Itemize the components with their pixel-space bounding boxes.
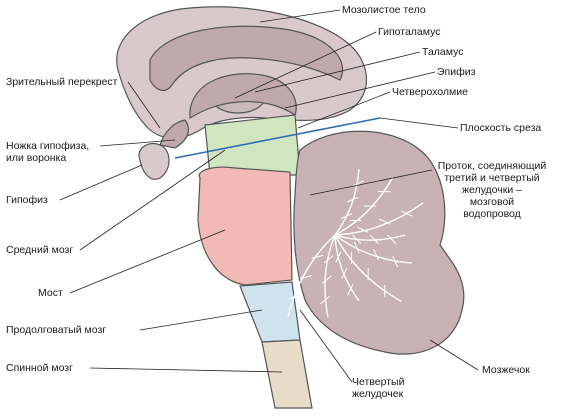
leader-line xyxy=(70,230,225,293)
leader-line xyxy=(430,340,478,370)
label-quadrigemina: Четверохолмие xyxy=(392,86,468,98)
label-duct: Проток, соединяющий третий и четвертый ж… xyxy=(432,160,552,220)
label-pituitary: Гипофиз xyxy=(6,194,48,206)
label-pituitary-stalk: Ножка гипофиза, или воронка xyxy=(6,140,89,164)
leader-line xyxy=(380,118,458,128)
label-optic-chiasm: Зрительный перекрест xyxy=(6,76,118,88)
leader-line xyxy=(140,310,262,330)
pons xyxy=(198,167,292,285)
label-cerebellum: Мозжечок xyxy=(482,364,530,376)
pituitary-gland xyxy=(139,143,169,179)
midbrain xyxy=(205,115,300,175)
spinal-cord xyxy=(262,340,312,408)
label-pons: Мост xyxy=(38,287,63,299)
label-thalamus: Таламус xyxy=(422,46,463,58)
label-medulla: Продолговатый мозг xyxy=(6,324,106,336)
label-hypothalamus: Гипоталамус xyxy=(378,26,440,38)
label-spinal-cord: Спинной мозг xyxy=(6,362,73,374)
leader-line xyxy=(90,368,282,372)
leader-line xyxy=(60,165,142,200)
label-corpus-callosum: Мозолистое тело xyxy=(342,4,426,16)
label-epiphysis: Эпифиз xyxy=(437,66,475,78)
label-section-plane: Плоскость среза xyxy=(460,122,541,134)
label-midbrain: Средний мозг xyxy=(6,244,73,256)
label-fourth-ventricle: Четвертый желудочек xyxy=(352,376,404,400)
